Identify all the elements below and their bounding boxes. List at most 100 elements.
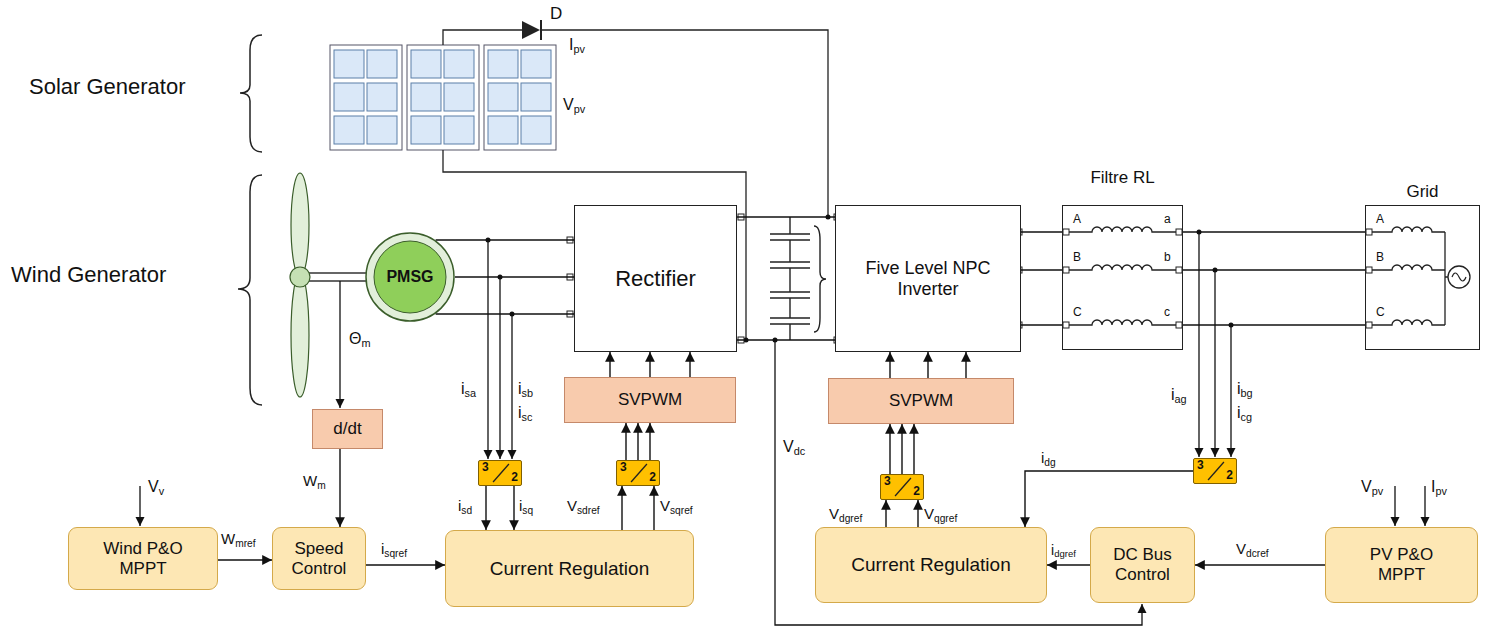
terminal-name: b [1163,251,1172,265]
transform-digit: 2 [511,471,518,485]
transform-digit: 3 [1197,459,1204,473]
subscript: dc [794,445,806,457]
signal-line [1394,486,1395,526]
signal-name: isq [518,497,534,514]
connector [218,559,272,560]
box-text: d/dt [333,419,361,439]
solar-cell [488,116,518,144]
transform-box: 32 [1193,458,1237,484]
symbol: V [660,497,670,514]
subscript: dg [1044,457,1055,468]
inductor-symbol [1069,320,1176,325]
subscript: cg [1241,411,1253,423]
slash-symbol [895,478,911,496]
connector [637,423,638,460]
filter-box: Filtre RL [1062,205,1183,350]
subscript: sd [461,505,472,516]
signal-line [511,314,512,459]
signal-name: isqref [380,540,408,557]
symbol: V [563,96,574,113]
terminal-name: A [1375,213,1385,227]
control-box: Speed Control [272,527,366,590]
box-text: Five Level NPC Inverter [836,258,1020,299]
signal-name: icg [1236,404,1253,422]
signal-name: isd [457,497,473,514]
solar-cell [521,116,551,144]
terminal-name: A [1072,213,1082,227]
control-box: Wind P&O MPPT [68,527,218,590]
signal-name: isa [460,380,477,398]
wind-turbine [290,173,366,397]
wind-turbine [290,267,310,287]
transform-box: 32 [478,460,522,486]
symbol: V [567,497,577,514]
subscript: dcref [1246,548,1269,559]
generator-circle: PMSG [365,232,455,322]
grid-source [1452,273,1466,281]
terminal-name: C [1072,306,1083,320]
subscript: mref [235,538,255,549]
connector [1021,269,1062,270]
connector [609,352,610,377]
subscript: pv [1435,485,1447,497]
inductor-symbol [1069,265,1176,270]
connector [649,423,650,460]
solar-cell [334,50,364,78]
box-text: PMSG [386,268,433,286]
symbol: V [924,505,934,522]
signal-line [775,340,1142,625]
brace [238,175,262,405]
solar-cell [521,83,551,111]
connector [1021,231,1062,232]
subscript: pv [573,43,585,55]
connector [366,564,445,565]
pv-wire [542,30,828,217]
subscript: qgref [934,513,957,524]
connector [653,486,654,530]
connector [649,352,650,377]
converter-box: Five Level NPC Inverter [835,205,1021,352]
solar-cell [488,83,518,111]
symbol: V [1361,478,1372,495]
signal-name: Vdcref [1235,540,1270,557]
solar-panel [330,45,556,150]
solar-panel [407,45,479,150]
connector [625,423,626,460]
symbol: i [1171,386,1175,403]
subscript: sqref [670,505,693,516]
control-box: Current Regulation [815,527,1047,603]
connector [1183,231,1365,232]
wind-turbine [291,173,309,277]
terminal [1366,322,1372,328]
signal-name: Vsqref [659,497,694,514]
solar-cell [411,83,441,111]
connector [913,424,914,474]
group-label: Solar Generator [28,74,187,99]
capacitor-bank [814,226,826,332]
signal-line [1198,232,1199,457]
subscript: sa [465,387,477,399]
transform-digit: 3 [884,475,891,489]
diode-symbol [540,20,542,40]
derivative-box: d/dt [312,409,383,449]
signal-line [1230,325,1231,457]
connector [889,352,890,378]
converter-box: Rectifier [574,205,737,352]
symbol: W [303,472,317,489]
box-text: Current Regulation [490,558,649,580]
signal-line [1214,270,1215,457]
solar-cell [334,116,364,144]
box-text: Speed Control [282,539,356,578]
symbol: i [1051,542,1054,558]
symbol: i [518,380,522,397]
box-heading: Grid [1336,182,1494,202]
signal-line [339,281,340,408]
terminal-name: B [1375,251,1385,265]
subscript: v [159,485,164,497]
subscript: sqref [384,548,407,559]
connector [436,239,574,240]
pv-wire [443,30,522,45]
